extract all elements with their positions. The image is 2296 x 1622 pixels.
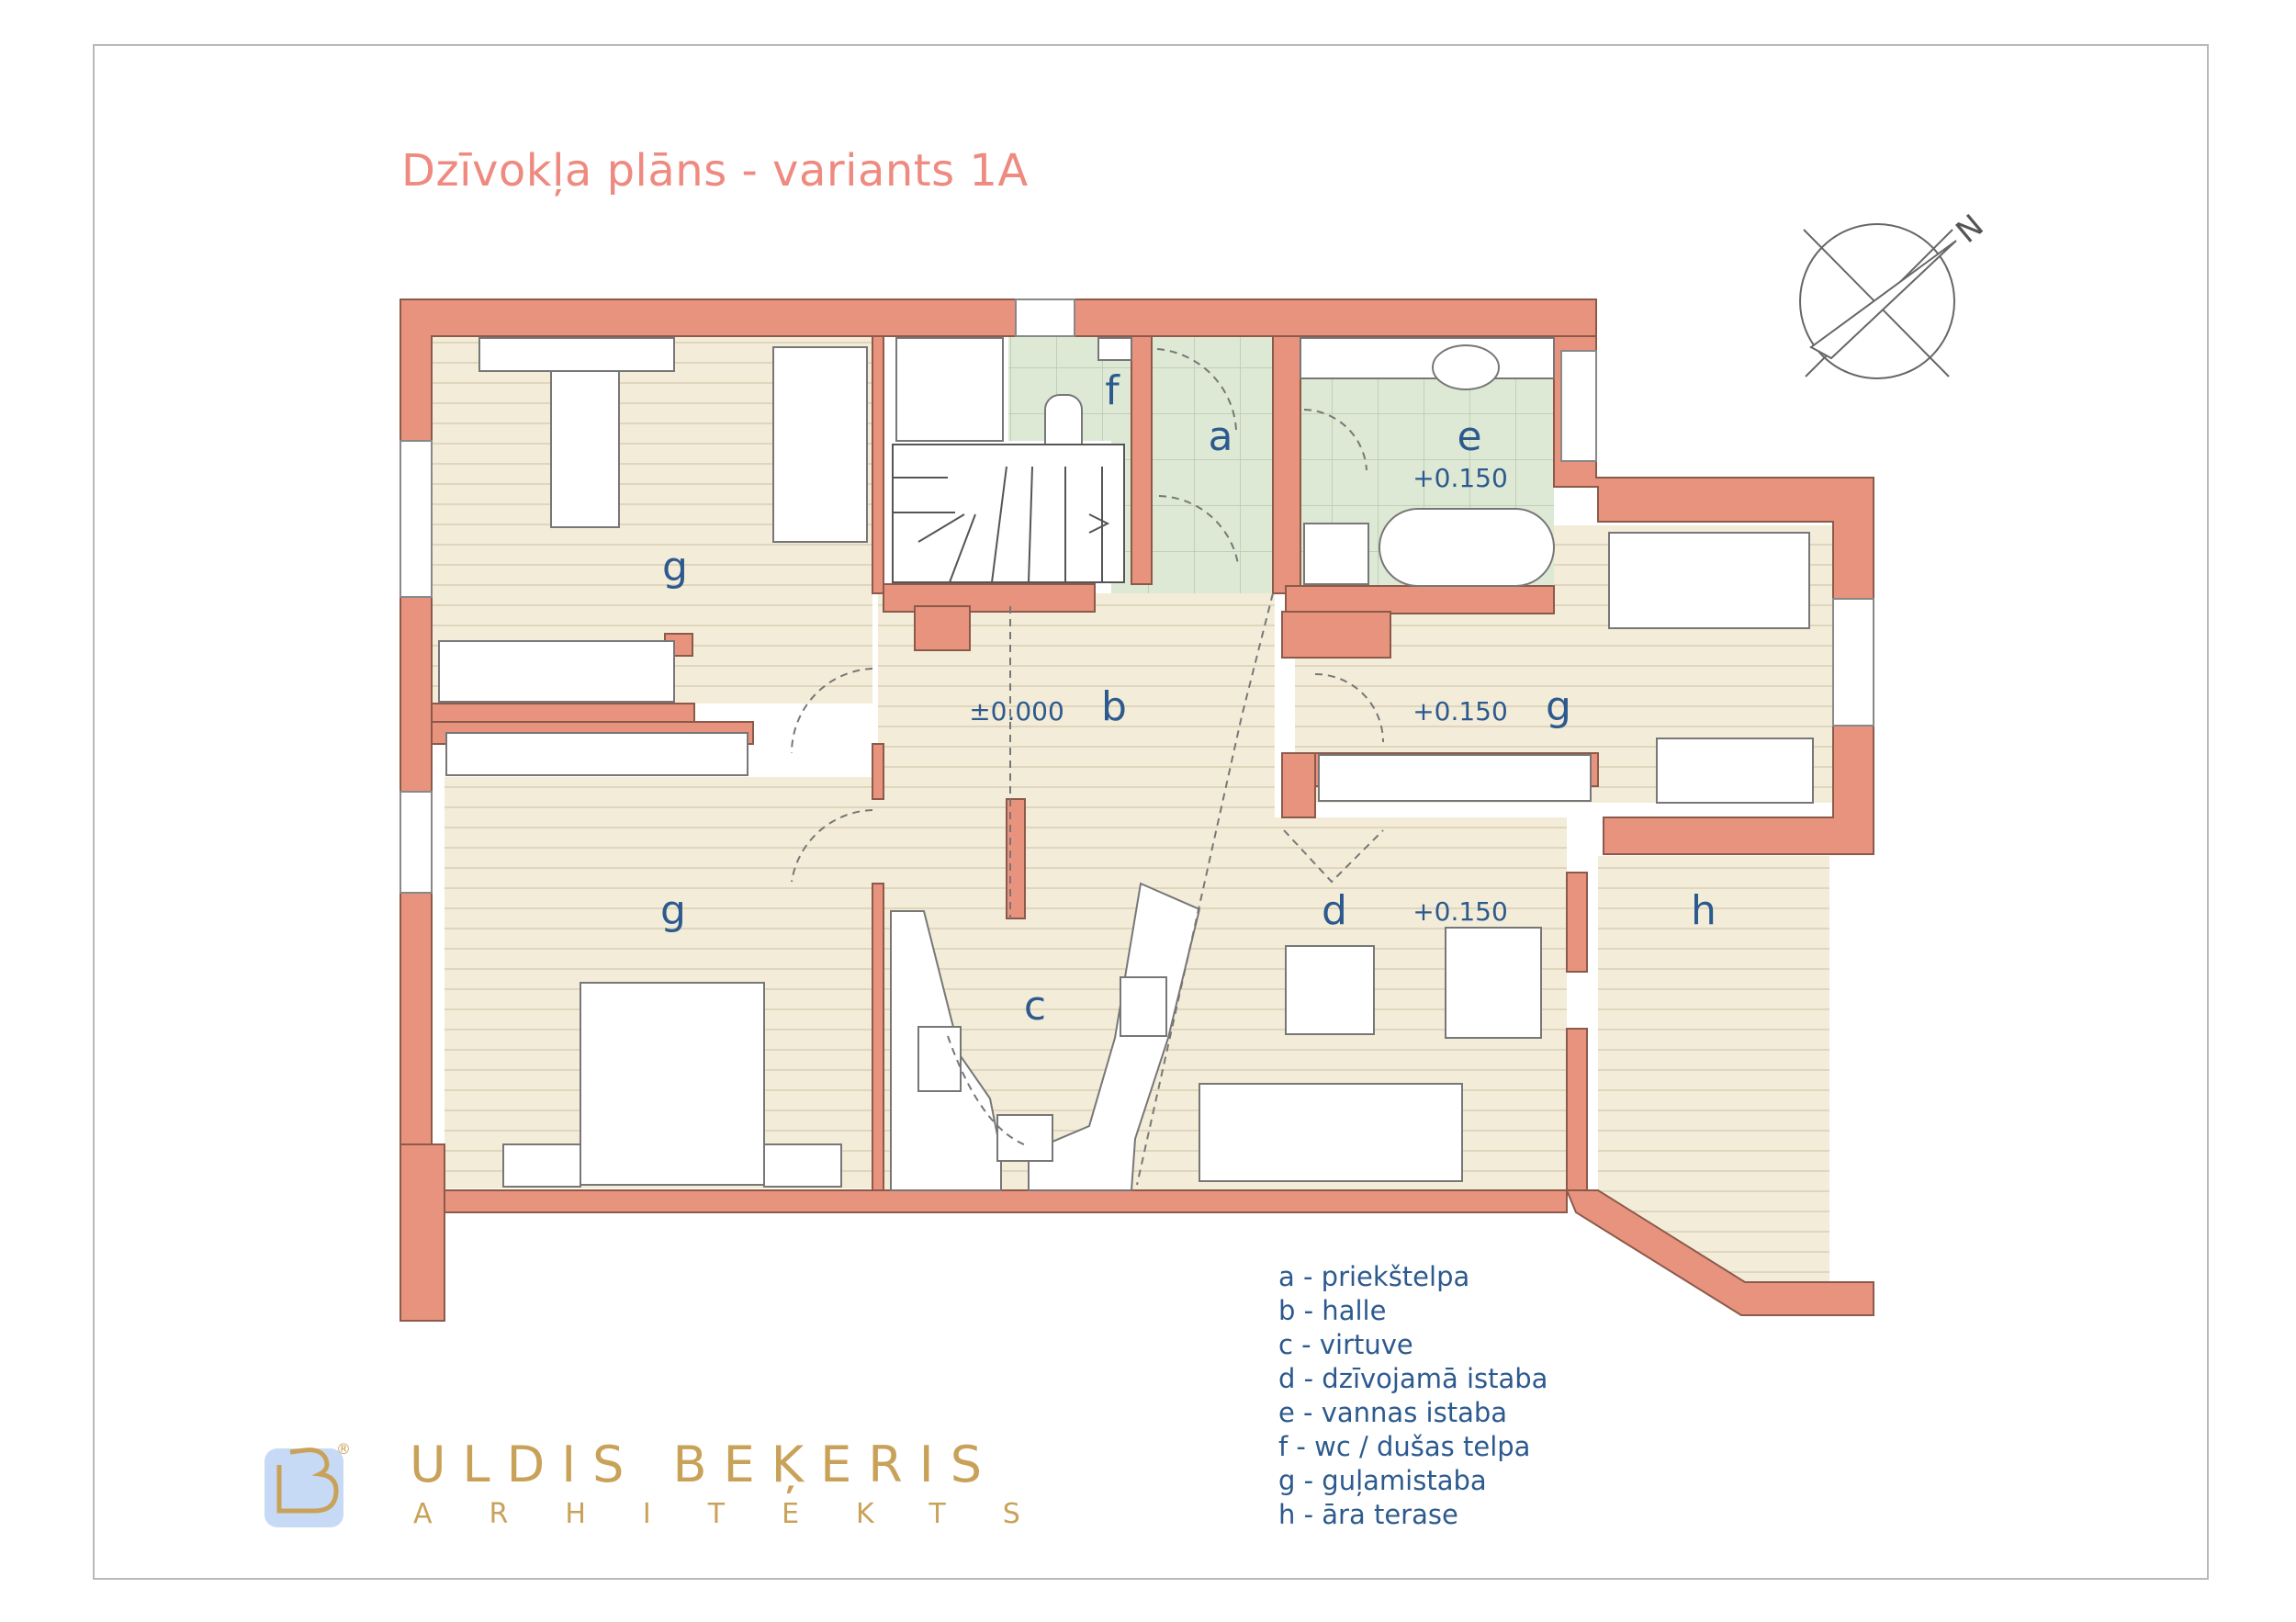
sofa bbox=[1199, 1083, 1463, 1182]
room-label-g-bottom: g bbox=[660, 887, 686, 934]
north-arrow bbox=[1799, 223, 1957, 379]
table-living bbox=[1285, 945, 1375, 1035]
door-swing-entry-2 bbox=[1158, 495, 1239, 565]
wardrobe-right bbox=[1318, 754, 1592, 802]
room-label-a: a bbox=[1209, 413, 1233, 460]
plan-title: Dzīvokļa plāns - variants 1A bbox=[401, 145, 1029, 197]
kitchen-path bbox=[947, 592, 1274, 1186]
logo-mark-icon: ® bbox=[264, 1440, 351, 1527]
bed-single-right bbox=[1608, 532, 1810, 629]
room-label-g-top: g bbox=[662, 544, 688, 591]
desk-top-left bbox=[550, 370, 620, 528]
window-right-upper bbox=[1560, 350, 1597, 462]
legend-item: e - vannas istaba bbox=[1278, 1397, 1508, 1428]
wall-hall-left-2 bbox=[872, 743, 884, 800]
window-right-bed bbox=[1832, 598, 1874, 727]
legend-item: a - priekštelpa bbox=[1278, 1261, 1470, 1292]
shower-bath bbox=[1303, 523, 1369, 585]
north-label: N bbox=[1949, 208, 1990, 251]
window-top bbox=[1015, 298, 1075, 337]
logo-subtitle: ARHITEKTS bbox=[413, 1498, 1077, 1530]
door-swing-living bbox=[1283, 829, 1384, 884]
stair-steps bbox=[893, 466, 1103, 583]
page-frame bbox=[93, 44, 2209, 1580]
floor-terrace bbox=[1598, 856, 1829, 1282]
bath-counter bbox=[1300, 337, 1555, 379]
stair-arrow bbox=[1088, 513, 1110, 534]
door-swing-bedright bbox=[1314, 673, 1384, 743]
door-swings bbox=[790, 348, 1384, 1186]
furniture bbox=[438, 337, 1814, 1191]
svg-text:®: ® bbox=[336, 1440, 351, 1458]
legend-item: b - halle bbox=[1278, 1295, 1387, 1326]
room-label-h: h bbox=[1691, 887, 1716, 934]
desk-shelf-top-left bbox=[478, 337, 675, 372]
hob bbox=[996, 1114, 1053, 1162]
room-label-c: c bbox=[1024, 983, 1046, 1030]
wall-hall-left bbox=[872, 335, 884, 594]
bathtub bbox=[1379, 508, 1555, 587]
legend-item: c - virtuve bbox=[1278, 1329, 1413, 1360]
wall-living-right-2 bbox=[1566, 1028, 1588, 1191]
sink-kitchen bbox=[1120, 976, 1167, 1037]
nightstand-left bbox=[502, 1143, 581, 1188]
wall-bath-bottom bbox=[1285, 585, 1555, 614]
wall-terrace-angle bbox=[1565, 1189, 1874, 1316]
wall-bottom-left-stub bbox=[400, 1143, 445, 1322]
room-label-d: d bbox=[1322, 887, 1347, 934]
legend-item: d - dzīvojamā istaba bbox=[1278, 1363, 1548, 1394]
desk-right bbox=[1656, 738, 1814, 804]
armchair bbox=[1445, 927, 1542, 1039]
stove-left bbox=[917, 1026, 962, 1092]
door-swing-bed1 bbox=[790, 668, 873, 754]
door-swing-entry bbox=[1156, 348, 1237, 431]
door-swing-bath bbox=[1303, 409, 1367, 471]
wall-entry-right bbox=[1272, 335, 1301, 594]
door-swing-bed2 bbox=[791, 809, 873, 883]
wardrobe-2 bbox=[445, 732, 748, 776]
wall-chimney bbox=[914, 605, 971, 651]
double-bed bbox=[580, 982, 765, 1186]
bath-sink bbox=[1432, 344, 1500, 390]
legend-item: h - āra terase bbox=[1278, 1499, 1458, 1530]
window-left-bottom bbox=[400, 791, 433, 894]
level-hall: ±0.000 bbox=[969, 696, 1064, 727]
level-bath: +0.150 bbox=[1412, 463, 1508, 493]
wall-bed-right-left bbox=[1281, 752, 1316, 818]
room-label-e: e bbox=[1457, 413, 1481, 460]
north-pointer bbox=[1809, 240, 1957, 360]
wardrobe-1 bbox=[438, 640, 675, 703]
level-living: +0.150 bbox=[1412, 896, 1508, 927]
room-legend: a - priekštelpa b - halle c - virtuve d … bbox=[1278, 1260, 1548, 1532]
wall-living-right-1 bbox=[1566, 872, 1588, 973]
shower-tray bbox=[895, 337, 1004, 442]
nightstand-right bbox=[763, 1143, 842, 1188]
room-label-g-right: g bbox=[1546, 683, 1571, 730]
staircase bbox=[892, 444, 1125, 583]
north-circle bbox=[1799, 223, 1955, 379]
logo-name: ULDIS BEĶERIS bbox=[410, 1436, 998, 1493]
wall-stair-right bbox=[1131, 335, 1153, 585]
room-label-b: b bbox=[1101, 683, 1127, 730]
room-label-f: f bbox=[1105, 367, 1120, 414]
level-bedroom-right: +0.150 bbox=[1412, 696, 1508, 727]
bed-single-top bbox=[772, 346, 868, 543]
wall-hall-left-3 bbox=[872, 883, 884, 1191]
legend-item: f - wc / dušas telpa bbox=[1278, 1431, 1531, 1462]
wall-bath-stub bbox=[1281, 611, 1391, 659]
window-top-left bbox=[400, 440, 433, 598]
legend-item: g - guļamistaba bbox=[1278, 1465, 1487, 1496]
wall-hall-top bbox=[883, 583, 1096, 613]
wall-bottom bbox=[444, 1189, 1568, 1213]
sink-wc bbox=[1097, 337, 1132, 361]
windows bbox=[400, 298, 1874, 894]
